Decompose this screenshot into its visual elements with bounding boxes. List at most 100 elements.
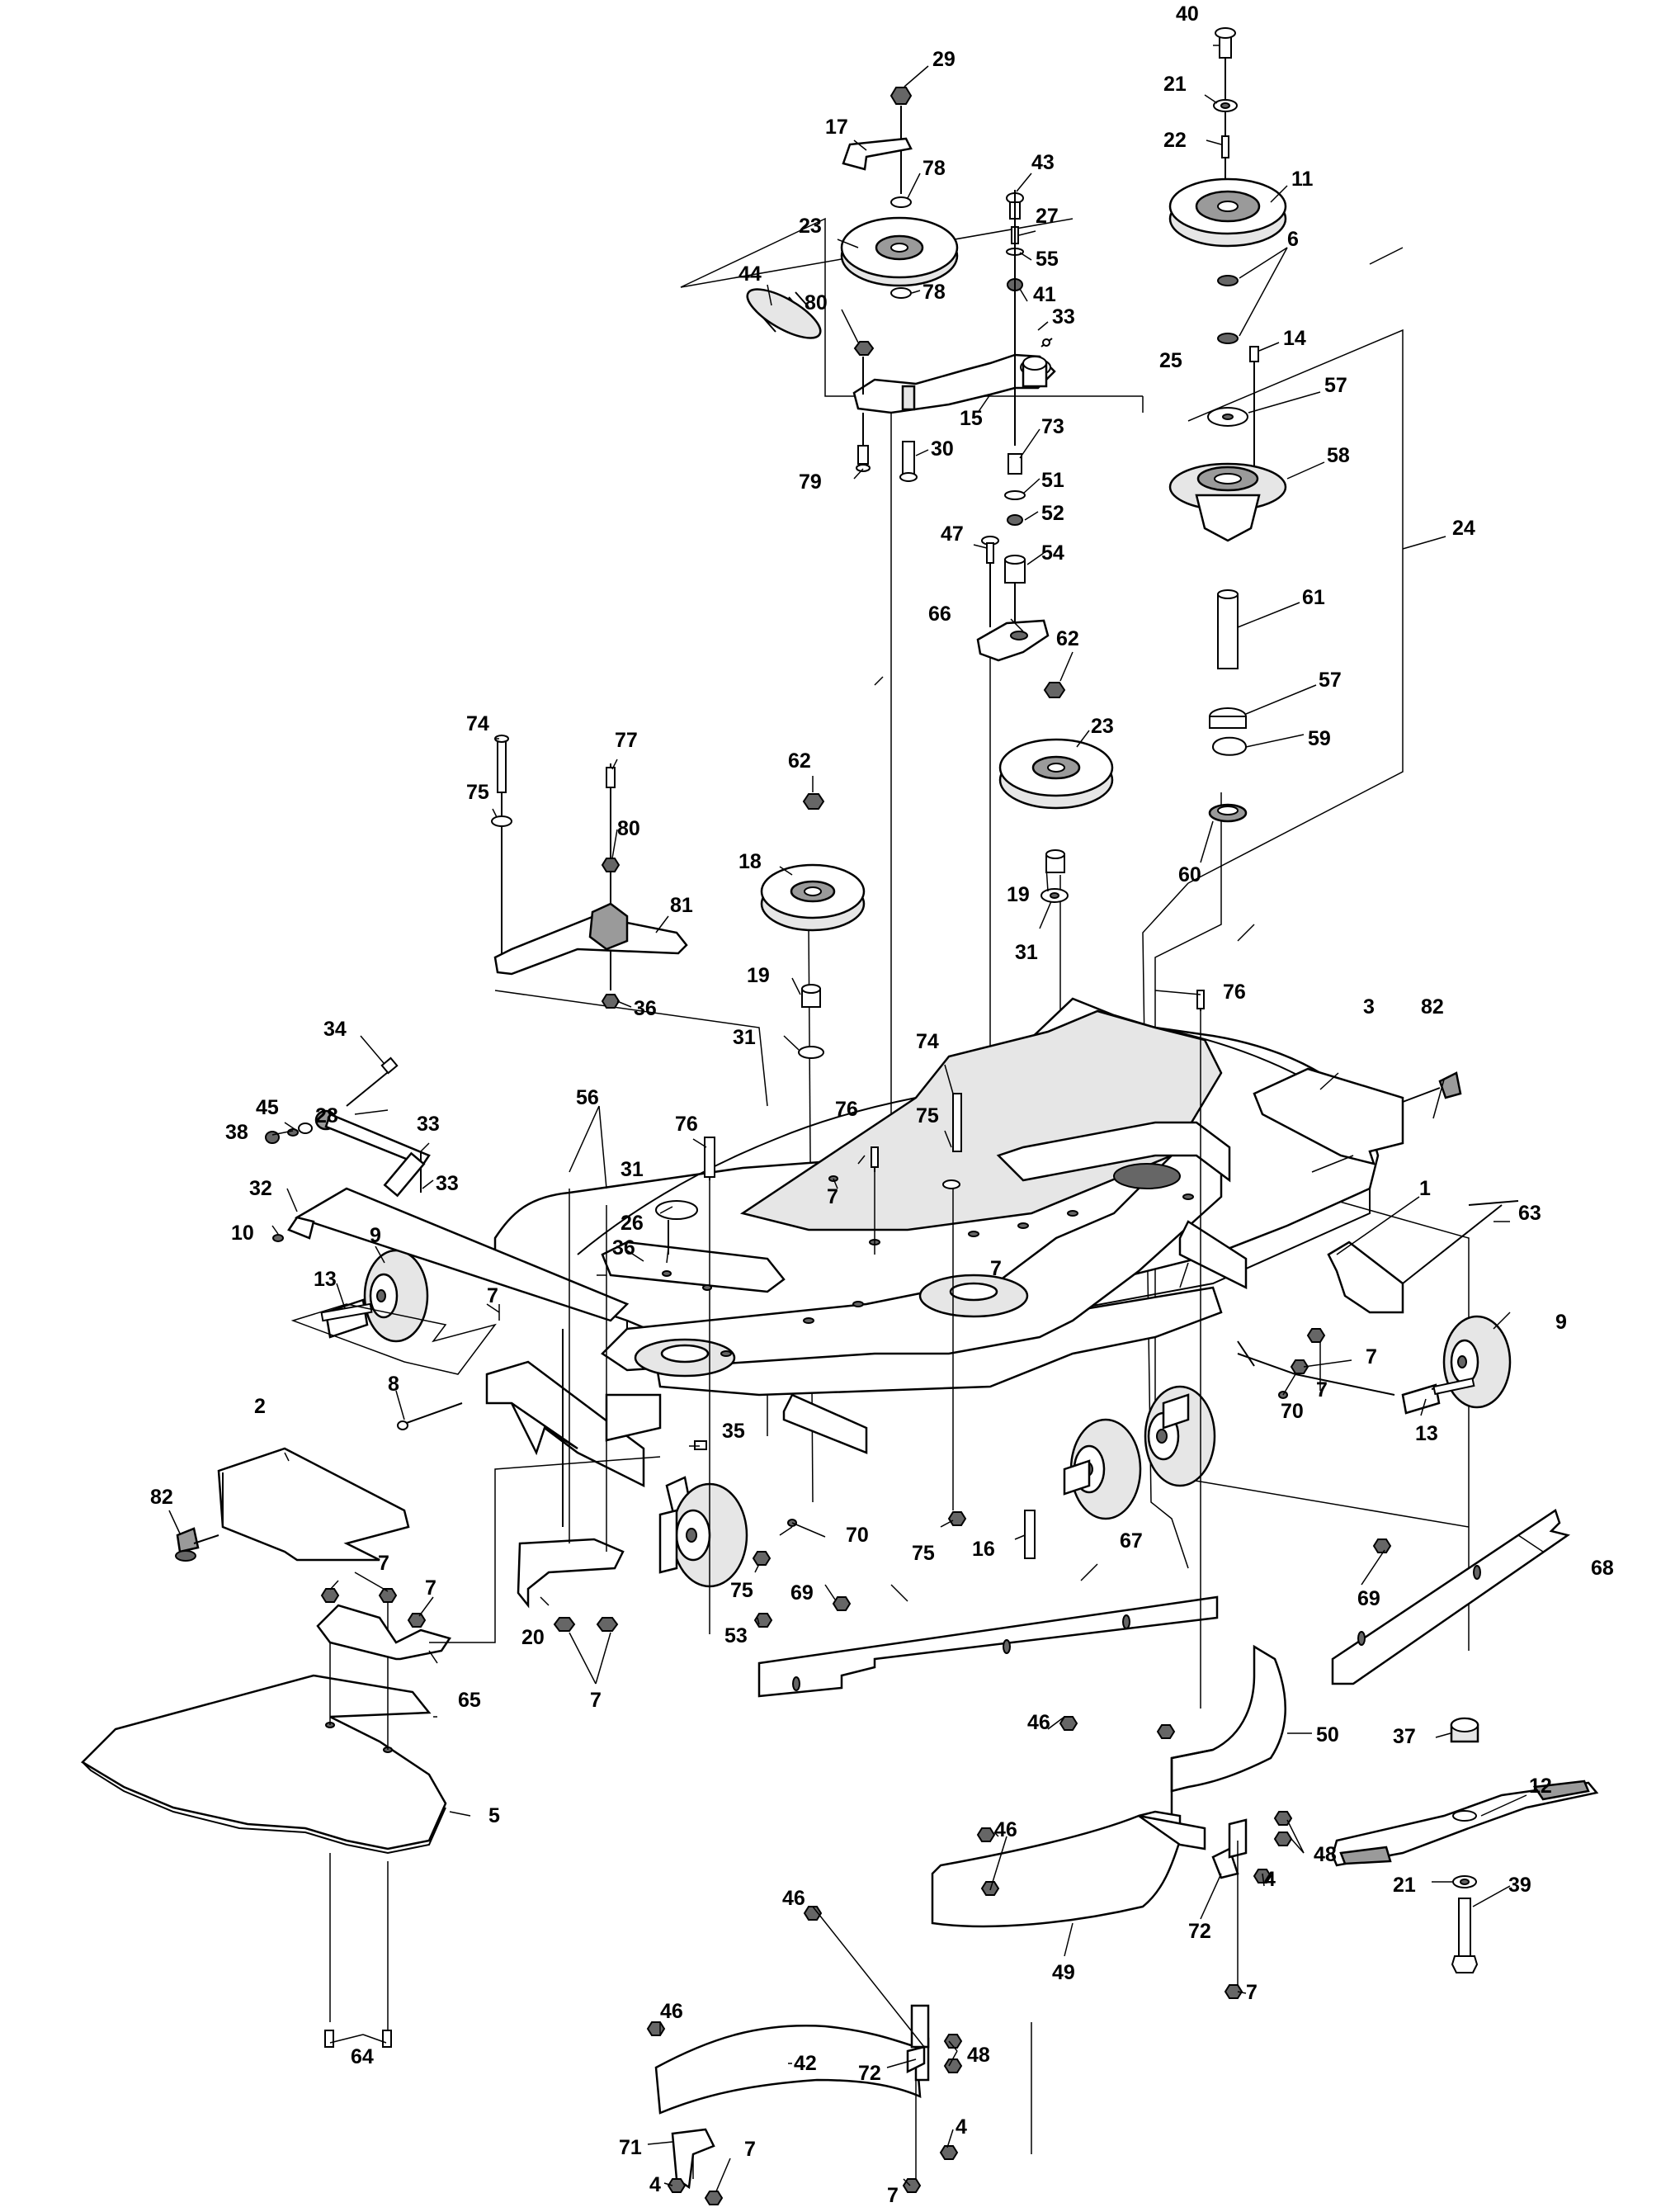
callout-76: 76: [1223, 981, 1246, 1004]
callout-8: 8: [388, 1373, 399, 1396]
callout-82: 82: [1421, 995, 1444, 1019]
callout-46: 46: [994, 1818, 1017, 1841]
callout-7: 7: [590, 1689, 602, 1712]
callout-47: 47: [941, 522, 964, 546]
callout-61: 61: [1302, 586, 1325, 609]
callout-36: 36: [634, 997, 657, 1020]
callout-23: 23: [799, 215, 822, 238]
callout-21: 21: [1393, 1874, 1416, 1897]
callout-9: 9: [1555, 1311, 1567, 1334]
callout-28: 28: [315, 1104, 338, 1127]
callout-82: 82: [150, 1486, 173, 1509]
callout-33: 33: [1052, 305, 1075, 328]
callout-46: 46: [1027, 1711, 1050, 1734]
callout-53: 53: [724, 1624, 748, 1647]
callout-48: 48: [967, 2044, 990, 2067]
callout-4: 4: [1264, 1868, 1276, 1891]
callout-75: 75: [912, 1542, 935, 1565]
callout-7: 7: [990, 1257, 1002, 1280]
callout-24: 24: [1452, 517, 1475, 540]
callout-7: 7: [827, 1185, 838, 1208]
callout-52: 52: [1041, 502, 1064, 525]
callout-70: 70: [1281, 1400, 1304, 1423]
callout-75: 75: [916, 1104, 939, 1127]
callout-74: 74: [466, 712, 489, 735]
callout-75: 75: [730, 1579, 753, 1602]
callout-31: 31: [621, 1158, 644, 1181]
callout-66: 66: [928, 603, 951, 626]
callout-59: 59: [1308, 727, 1331, 750]
callout-34: 34: [323, 1018, 347, 1041]
callout-42: 42: [794, 2052, 817, 2075]
callout-11: 11: [1291, 168, 1314, 191]
callout-25: 25: [1159, 349, 1182, 372]
callout-71: 71: [619, 2136, 642, 2159]
callout-21: 21: [1163, 73, 1187, 96]
left-idler-assembly: [265, 735, 866, 1488]
callout-3: 3: [1363, 995, 1375, 1019]
callout-77: 77: [615, 729, 638, 752]
callout-7: 7: [378, 1552, 389, 1575]
callout-13: 13: [314, 1268, 337, 1291]
callout-76: 76: [675, 1113, 698, 1136]
callout-7: 7: [887, 2184, 899, 2207]
callout-67: 67: [1120, 1529, 1143, 1553]
callout-60: 60: [1178, 863, 1201, 886]
callout-2: 2: [254, 1395, 266, 1418]
callout-43: 43: [1031, 151, 1055, 174]
callout-9: 9: [370, 1224, 381, 1247]
callout-70: 70: [846, 1524, 869, 1547]
callout-69: 69: [1357, 1587, 1380, 1610]
callout-19: 19: [1007, 883, 1030, 906]
callout-76: 76: [835, 1098, 858, 1121]
chute-mount-bracket: [316, 1456, 661, 1661]
callout-74: 74: [916, 1030, 939, 1053]
callout-22: 22: [1163, 129, 1187, 152]
callout-81: 81: [670, 894, 693, 917]
callout-32: 32: [249, 1177, 272, 1200]
callout-57: 57: [1324, 374, 1347, 397]
callout-33: 33: [436, 1172, 459, 1195]
side-cover-left: [175, 1447, 410, 1562]
callout-69: 69: [790, 1581, 814, 1605]
callout-72: 72: [1188, 1920, 1211, 1943]
callout-79: 79: [799, 470, 822, 494]
callout-78: 78: [923, 281, 946, 304]
callout-65: 65: [458, 1689, 481, 1712]
callout-7: 7: [744, 2138, 756, 2161]
callout-37: 37: [1393, 1725, 1416, 1748]
callout-13: 13: [1415, 1422, 1438, 1445]
callout-31: 31: [733, 1026, 756, 1049]
callout-26: 26: [621, 1212, 644, 1235]
callout-6: 6: [1287, 228, 1299, 251]
callout-10: 10: [231, 1222, 254, 1245]
callout-68: 68: [1591, 1557, 1614, 1580]
callout-39: 39: [1508, 1874, 1531, 1897]
callout-18: 18: [738, 850, 762, 873]
callout-29: 29: [932, 48, 956, 71]
callout-63: 63: [1518, 1202, 1541, 1225]
callout-7: 7: [425, 1576, 436, 1600]
callout-14: 14: [1283, 327, 1306, 350]
callout-44: 44: [738, 262, 762, 286]
callout-labels: 1 2 3 4 4 4 5 6 7 7 7 7 7 7 7 7 7 7 7 8 …: [150, 2, 1614, 2207]
callout-55: 55: [1036, 248, 1059, 271]
callout-49: 49: [1052, 1961, 1075, 1984]
callout-75: 75: [466, 781, 489, 804]
callout-72: 72: [858, 2062, 881, 2085]
callout-51: 51: [1041, 469, 1064, 492]
callout-57: 57: [1319, 669, 1342, 692]
callout-7: 7: [487, 1284, 498, 1307]
callout-20: 20: [521, 1626, 545, 1649]
mower-blade: [1331, 1717, 1599, 1973]
callout-4: 4: [956, 2115, 967, 2139]
leader-lines: [168, 45, 1544, 2192]
callout-58: 58: [1327, 444, 1350, 467]
callout-62: 62: [1056, 627, 1079, 650]
callout-30: 30: [931, 437, 954, 461]
callout-80: 80: [617, 817, 640, 840]
side-cover-right: [1253, 1067, 1462, 1165]
callout-40: 40: [1176, 2, 1199, 26]
callout-17: 17: [825, 116, 848, 139]
